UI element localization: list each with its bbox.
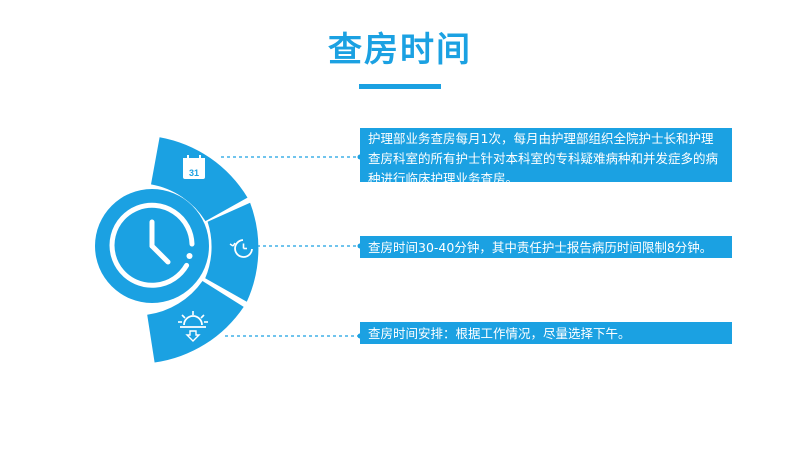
- page-title: 查房时间: [328, 30, 472, 70]
- ring-segment-1: [151, 137, 248, 222]
- info-box-2: 查房时间30-40分钟，其中责任护士报告病历时间限制8分钟。: [360, 236, 732, 258]
- info-text-2: 查房时间30-40分钟，其中责任护士报告病历时间限制8分钟。: [368, 240, 713, 255]
- info-text-3: 查房时间安排：根据工作情况，尽量选择下午。: [368, 326, 631, 341]
- calendar-day-text: 31: [189, 168, 199, 178]
- info-box-3: 查房时间安排：根据工作情况，尽量选择下午。: [360, 322, 732, 344]
- ring-segment-3: [147, 281, 244, 363]
- info-box-1: 护理部业务查房每月1次，每月由护理部组织全院护士长和护理查房科室的所有护士针对本…: [360, 128, 732, 186]
- calendar-icon: 31: [183, 155, 205, 179]
- clock-icon: [95, 189, 209, 303]
- timer-icon: [229, 239, 253, 258]
- info-text-1: 护理部业务查房每月1次，每月由护理部组织全院护士长和护理查房科室的所有护士针对本…: [368, 131, 719, 186]
- sunset-icon: [178, 311, 208, 342]
- ring-segment-2: [205, 202, 259, 302]
- title-underline: [359, 84, 441, 89]
